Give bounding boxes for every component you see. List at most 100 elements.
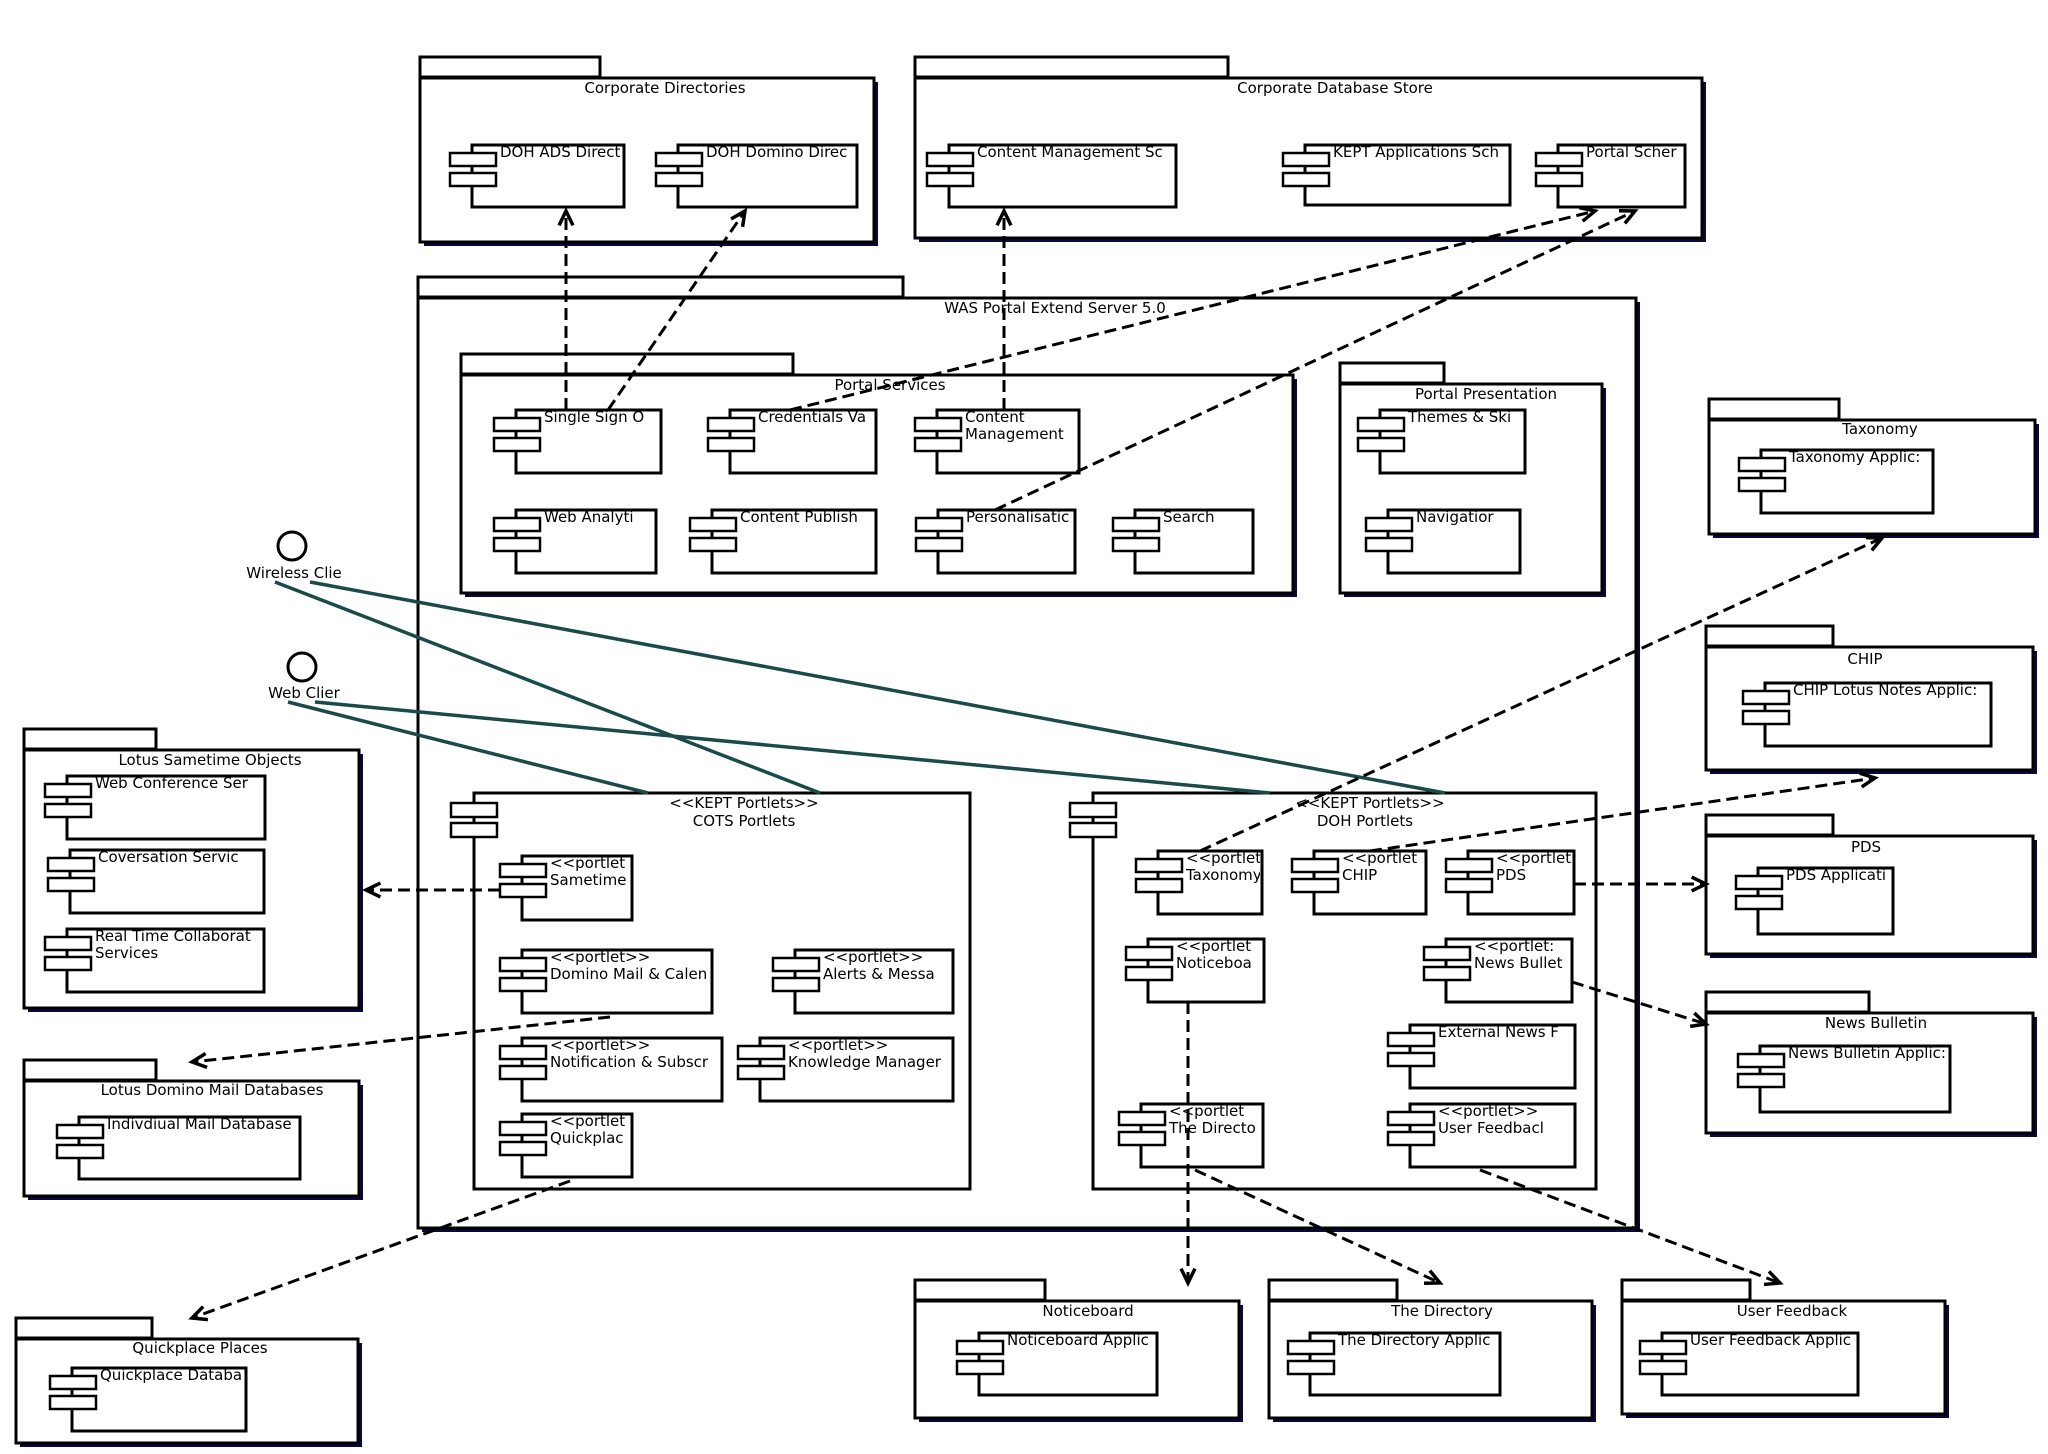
component-news-bulletin-application[interactable]: News Bulletin Applic: [1736, 1044, 1952, 1114]
component-label: Noticeboa [1176, 954, 1252, 972]
component-doh-ads-directory[interactable]: DOH ADS Direct [448, 143, 626, 209]
component-quickplace-database[interactable]: Quickplace Databa [48, 1366, 248, 1433]
component-connector-icon [498, 1140, 548, 1157]
component-individual-mail-database[interactable]: Indivdiual Mail Database [55, 1115, 302, 1181]
component-connector-icon [706, 416, 756, 433]
actor-web-client[interactable]: Web Clier [268, 651, 341, 702]
component-label: <<portlet: [1474, 937, 1554, 955]
component-connector-icon [1736, 1072, 1786, 1089]
component-content-publish[interactable]: Content Publish [688, 508, 878, 575]
dependency-chip-portlet-to-chip [1369, 771, 1879, 853]
component-connector-icon [48, 1374, 98, 1391]
component-connector-icon [55, 1123, 105, 1140]
portlet-domino-mail-calendar[interactable]: <<portlet>>Domino Mail & Calen [498, 948, 714, 1015]
component-label: Management [965, 425, 1064, 443]
component-doh-domino-directory[interactable]: DOH Domino Direc [654, 143, 859, 209]
component-connector-icon [1117, 1130, 1167, 1147]
component-connector-icon [925, 171, 975, 188]
component-connector-icon [1534, 171, 1584, 188]
arrowhead [1690, 875, 1711, 893]
component-label: CHIP Lotus Notes Applic: [1793, 681, 1977, 699]
component-connector-icon [43, 955, 93, 972]
components-layer: DOH ADS Direct DOH Domino Direc Content Ma… [43, 143, 1993, 1433]
component-conversation-server[interactable]: Coversation Servic [46, 848, 266, 915]
component-connector-icon [654, 171, 704, 188]
component-connector-icon [43, 782, 93, 799]
arrowhead [1865, 535, 1886, 552]
actor-label: Web Clier [268, 684, 341, 702]
component-web-conference-server[interactable]: Web Conference Ser [43, 774, 267, 841]
portlet-notification-subscription[interactable]: <<portlet>>Notification & Subscr [498, 1036, 724, 1103]
portlet-alerts-messages[interactable]: <<portlet>>Alerts & Messa [771, 948, 955, 1015]
actor-label: Wireless Clie [246, 564, 342, 582]
component-connector-icon [1281, 151, 1331, 168]
component-content-management-schema[interactable]: Content Management Sc [925, 143, 1178, 209]
arrowhead [730, 207, 748, 228]
component-taxonomy-application[interactable]: Taxonomy Applic: [1737, 448, 1935, 515]
portlet-news-bulletin[interactable]: <<portlet:News Bullet [1422, 937, 1574, 1004]
component-connector-icon [1111, 516, 1161, 533]
dependency-quickplace-portlet-to-qp [188, 1179, 571, 1322]
component-connector-icon [688, 536, 738, 553]
component-connector-icon [492, 416, 542, 433]
component-label: DOH ADS Direct [500, 143, 621, 161]
dependencies-layer [187, 205, 1886, 1322]
component-kept-applications-schema[interactable]: KEPT Applications Sch [1281, 143, 1512, 207]
component-pds-application[interactable]: PDS Applicati [1734, 866, 1895, 936]
component-single-sign-on[interactable]: Single Sign O [492, 408, 663, 475]
component-connector-icon [1286, 1359, 1336, 1376]
component-noticeboard-application[interactable]: Noticeboard Applic [955, 1331, 1159, 1397]
component-label: CHIP [1342, 866, 1377, 884]
component-web-analytics[interactable]: Web Analyti [492, 508, 658, 575]
component-connector-icon [498, 1044, 548, 1061]
component-label: Web Conference Ser [95, 774, 249, 792]
component-connector-icon [43, 935, 93, 952]
component-connector-icon [1386, 1051, 1436, 1068]
component-chip-lotus-notes-application[interactable]: CHIP Lotus Notes Applic: [1741, 681, 1993, 748]
component-portal-schema[interactable]: Portal Scher [1534, 143, 1687, 209]
arrowhead [1859, 771, 1879, 789]
component-connector-icon [1734, 874, 1784, 891]
portlet-user-feedback[interactable]: <<portlet>>User Feedbacl [1386, 1102, 1577, 1169]
component-feedback-application[interactable]: User Feedback Applic [1638, 1331, 1860, 1397]
dependency-pds-portlet-to-pds [1574, 875, 1711, 893]
component-label: The Directory Applic [1337, 1331, 1490, 1349]
actor-wireless-client[interactable]: Wireless Clie [246, 530, 342, 582]
component-personalisation[interactable]: Personalisatic [914, 508, 1077, 575]
component-connector-icon [55, 1143, 105, 1160]
component-connector-icon [1290, 877, 1340, 894]
dependency-taxonomy-portlet-to-taxonomy [1199, 535, 1886, 853]
component-credentials-vault[interactable]: Credentials Va [706, 408, 878, 475]
package-title: Quickplace Places [132, 1339, 267, 1357]
component-label: Knowledge Manager [788, 1053, 942, 1071]
component-navigation[interactable]: Navigatior [1364, 508, 1522, 575]
portlet-external-news-feed[interactable]: External News F [1386, 1023, 1577, 1090]
component-directory-application[interactable]: The Directory Applic [1286, 1331, 1502, 1397]
component-themes-skins[interactable]: Themes & Ski [1356, 408, 1527, 475]
arrowhead [1578, 205, 1599, 223]
component-connector-icon [736, 1044, 786, 1061]
component-search[interactable]: Search [1111, 508, 1255, 575]
package-title: CHIP [1847, 650, 1882, 668]
component-label: <<portlet [1496, 849, 1571, 867]
component-connector-icon [1422, 945, 1472, 962]
dependency-sametime-portlet-to-sametime [361, 881, 500, 899]
component-connector-icon [913, 436, 963, 453]
component-connector-icon [1111, 536, 1161, 553]
component-label: Alerts & Messa [823, 965, 935, 983]
dependency-credentials-to-portal-schema [789, 205, 1599, 412]
dependency-noticeboard-portlet-to-noticeboard [1179, 1002, 1197, 1288]
component-label: Content Management Sc [977, 143, 1163, 161]
component-label: Credentials Va [758, 408, 866, 426]
portlet-knowledge-manager[interactable]: <<portlet>>Knowledge Manager [736, 1036, 955, 1103]
component-label: <<portlet>> [550, 1036, 650, 1054]
component-label: Domino Mail & Calen [550, 965, 707, 983]
